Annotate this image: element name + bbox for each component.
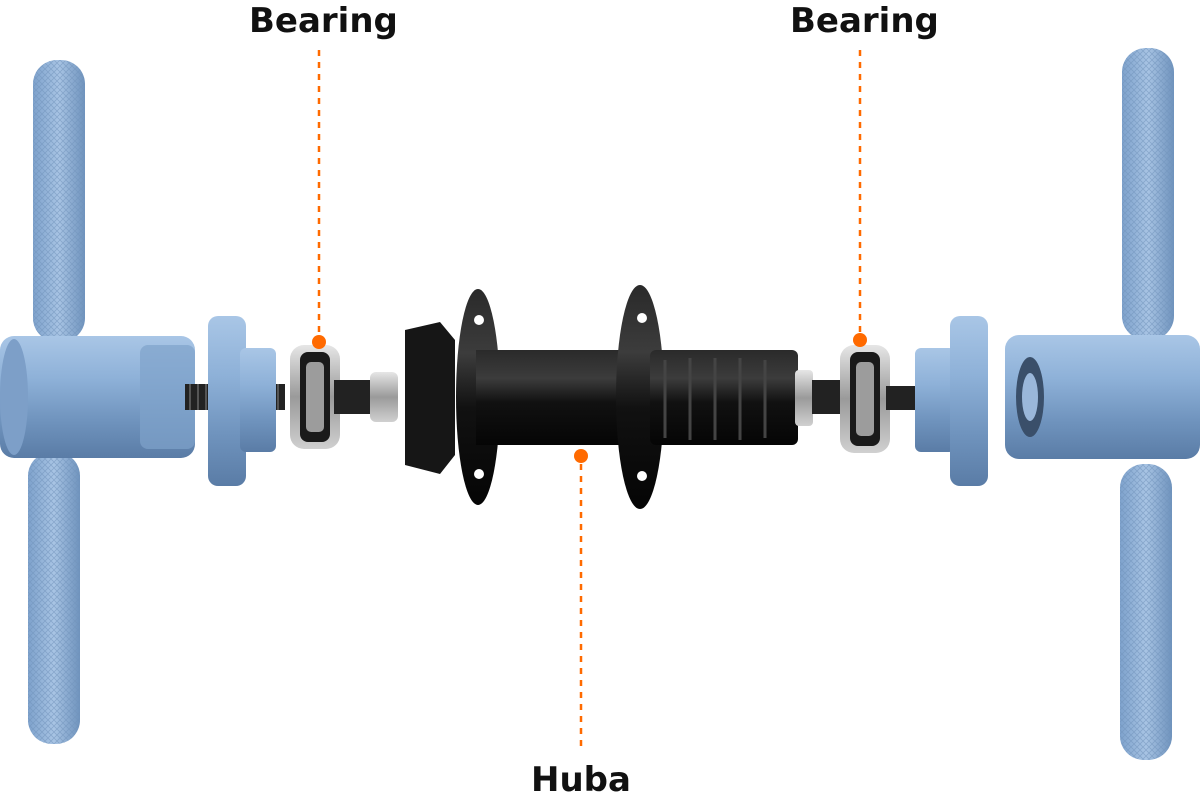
right-press-handle [1005,48,1200,760]
callout-line-left-bearing [312,50,326,349]
bearing-label-right: Bearing [790,1,939,41]
left-bearing [290,345,398,449]
right-bearing [812,345,890,453]
left-press-handle [0,60,195,744]
callout-line-right-bearing [853,50,867,347]
left-press-cone [208,316,276,486]
hub-body [405,285,813,509]
bearing-label-left: Bearing [249,1,398,41]
right-press-cone [915,316,988,486]
right-threaded-rod [886,386,916,410]
hub-label: Huba [531,760,631,800]
callout-line-hub [574,449,588,752]
